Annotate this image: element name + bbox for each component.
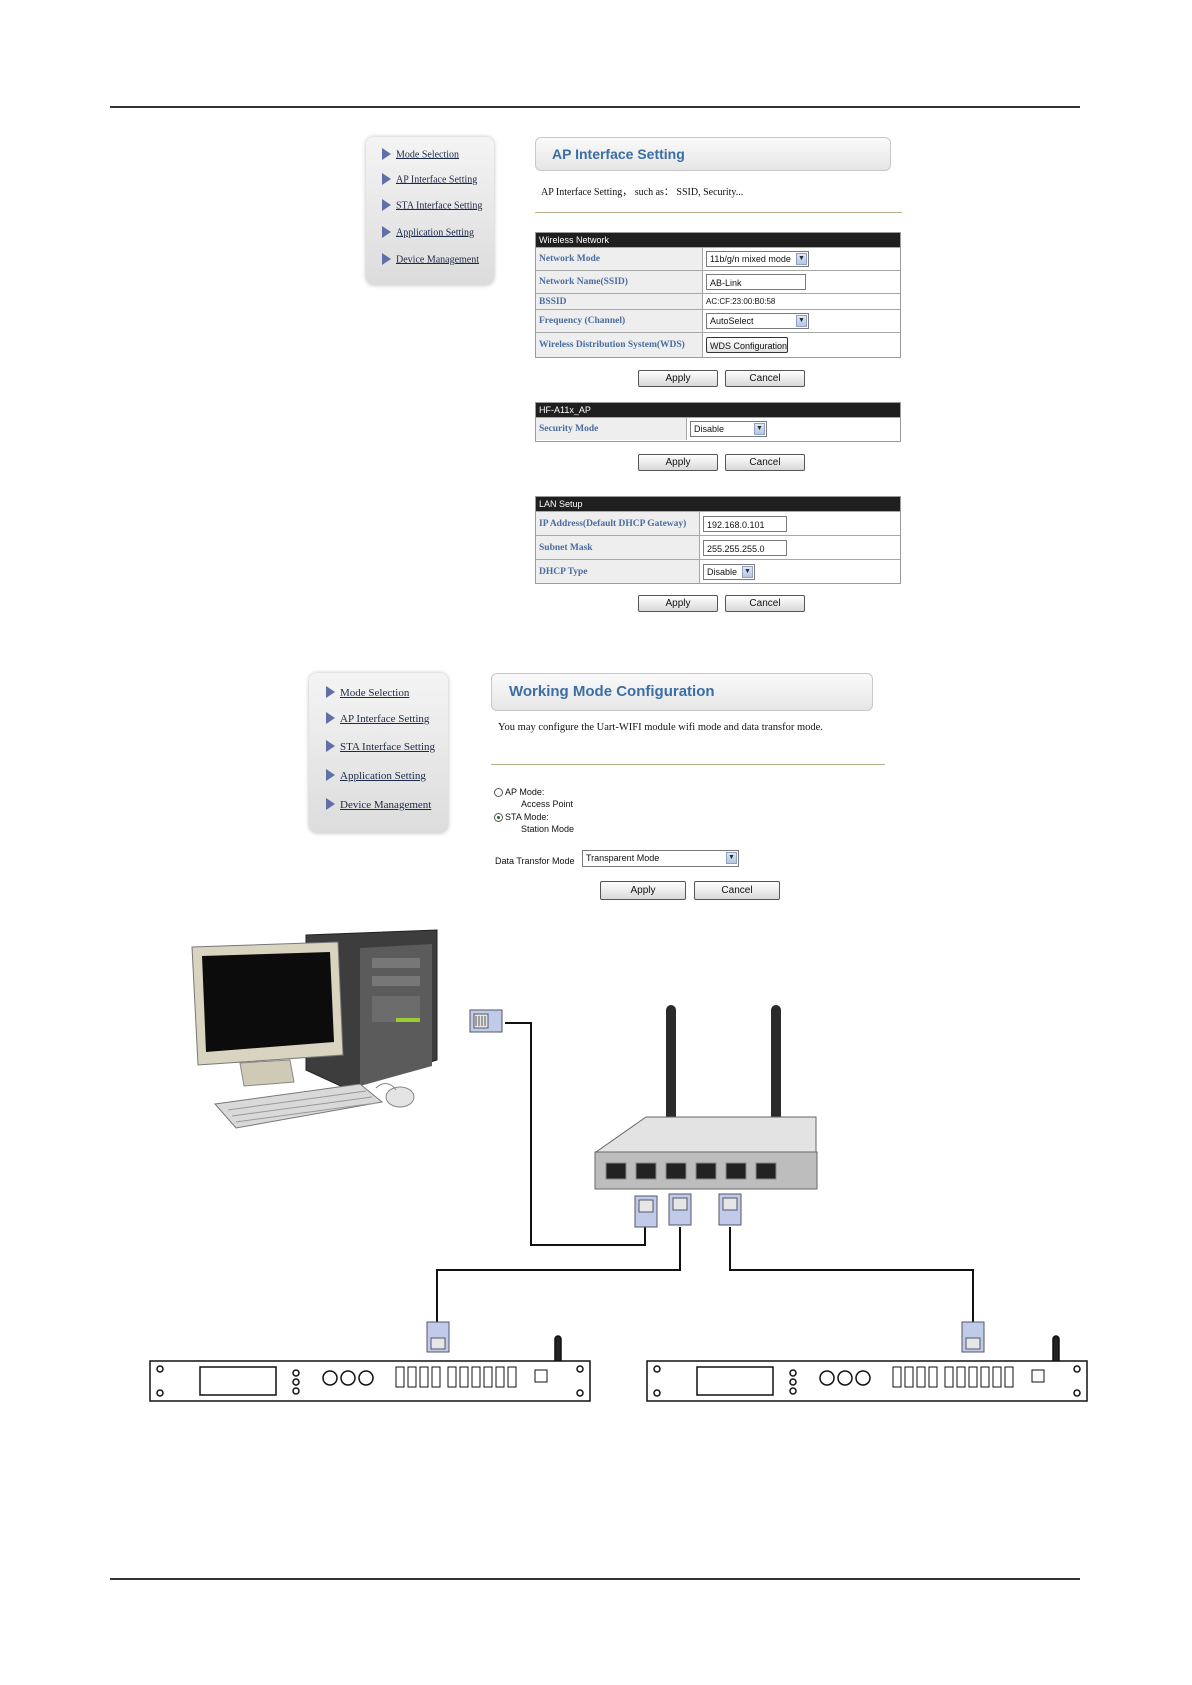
apply-button[interactable]: Apply <box>638 370 718 387</box>
dropdown-arrow-icon: ▼ <box>726 852 737 864</box>
arrow-bullet-icon <box>382 173 391 185</box>
cancel-button[interactable]: Cancel <box>725 454 805 471</box>
table-row: Wireless Distribution System(WDS) WDS Co… <box>536 332 900 357</box>
sidebar-nav-ap: Mode Selection AP Interface Setting STA … <box>366 137 494 285</box>
dropdown-arrow-icon: ▼ <box>742 565 753 578</box>
sidebar-item-ap-interface[interactable]: AP Interface Setting <box>382 173 477 186</box>
bottom-rule <box>110 1578 1080 1580</box>
page-title-box <box>535 137 891 171</box>
frequency-select[interactable]: AutoSelect▼ <box>706 313 809 329</box>
sidebar-item-sta-interface[interactable]: STA Interface Setting <box>382 199 482 212</box>
table-header: HF-A11x_AP <box>536 403 900 417</box>
ssid-label: Network Name(SSID) <box>536 271 703 293</box>
arrow-bullet-icon <box>326 686 335 699</box>
table-row: Network Mode 11b/g/n mixed mode▼ <box>536 247 900 270</box>
dhcp-type-label: DHCP Type <box>536 560 700 583</box>
page-title: AP Interface Setting <box>552 146 685 162</box>
computer-icon <box>191 929 438 1129</box>
security-mode-select[interactable]: Disable▼ <box>690 421 767 437</box>
audio-processor-icon <box>149 1335 591 1402</box>
audio-processor-icon <box>646 1335 1088 1402</box>
apply-button[interactable]: Apply <box>600 881 686 900</box>
ethernet-plug-icon <box>718 1193 742 1226</box>
arrow-bullet-icon <box>326 712 335 725</box>
table-row: Network Name(SSID) AB-Link <box>536 270 900 293</box>
arrow-bullet-icon <box>326 769 335 782</box>
table-header: LAN Setup <box>536 497 900 511</box>
ethernet-plug-icon <box>426 1321 450 1353</box>
sta-mode-sub: Station Mode <box>521 824 575 834</box>
sta-mode-radio[interactable] <box>494 813 503 822</box>
sidebar-item-device-management[interactable]: Device Management <box>326 798 431 811</box>
sidebar-item-application[interactable]: Application Setting <box>326 769 426 782</box>
dropdown-arrow-icon: ▼ <box>796 315 807 327</box>
page-title-box <box>491 673 873 711</box>
cancel-button[interactable]: Cancel <box>725 370 805 387</box>
apply-button[interactable]: Apply <box>638 454 718 471</box>
cancel-button[interactable]: Cancel <box>694 881 780 900</box>
dropdown-arrow-icon: ▼ <box>796 253 807 265</box>
sidebar-item-device-management[interactable]: Device Management <box>382 253 479 266</box>
sta-mode-label: STA Mode: <box>505 812 549 822</box>
page-description: You may configure the Uart-WIFI module w… <box>498 722 823 733</box>
top-rule <box>110 106 1080 108</box>
ethernet-plug-icon <box>634 1195 658 1228</box>
router-icon <box>594 1005 818 1190</box>
sidebar-nav-mode: Mode Selection AP Interface Setting STA … <box>309 673 448 833</box>
table-row: Security Mode Disable▼ <box>536 417 900 440</box>
data-transfer-select[interactable]: Transparent Mode▼ <box>582 850 739 867</box>
arrow-bullet-icon <box>382 226 391 238</box>
subnet-mask-input[interactable]: 255.255.255.0 <box>703 539 787 556</box>
network-mode-select[interactable]: 11b/g/n mixed mode▼ <box>706 251 809 267</box>
lan-setup-table: LAN Setup IP Address(Default DHCP Gatewa… <box>535 496 901 584</box>
sidebar-item-mode-selection[interactable]: Mode Selection <box>382 148 459 161</box>
network-mode-label: Network Mode <box>536 248 703 270</box>
table-row: Subnet Mask 255.255.255.0 <box>536 535 900 559</box>
sidebar-item-mode-selection[interactable]: Mode Selection <box>326 686 409 699</box>
ap-mode-label: AP Mode: <box>505 787 545 797</box>
dropdown-arrow-icon: ▼ <box>754 423 765 435</box>
arrow-bullet-icon <box>326 798 335 811</box>
divider <box>491 764 885 765</box>
ap-mode-sub: Access Point <box>521 799 574 809</box>
ip-address-input[interactable]: 192.168.0.101 <box>703 515 787 532</box>
divider <box>535 212 902 213</box>
cancel-button[interactable]: Cancel <box>725 595 805 612</box>
ethernet-plug-icon <box>961 1321 985 1353</box>
ip-address-label: IP Address(Default DHCP Gateway) <box>536 512 700 535</box>
ethernet-plug-icon <box>668 1193 692 1226</box>
arrow-bullet-icon <box>382 199 391 211</box>
arrow-bullet-icon <box>326 740 335 753</box>
dhcp-type-select[interactable]: Disable▼ <box>703 563 755 580</box>
ethernet-plug-icon <box>469 1009 503 1033</box>
subnet-mask-label: Subnet Mask <box>536 536 700 559</box>
network-diagram <box>149 929 1088 1402</box>
sidebar-item-sta-interface[interactable]: STA Interface Setting <box>326 740 435 753</box>
sidebar-item-application[interactable]: Application Setting <box>382 226 474 239</box>
cables <box>436 1022 974 1325</box>
ssid-input[interactable]: AB-Link <box>706 274 806 290</box>
apply-button[interactable]: Apply <box>638 595 718 612</box>
table-row: DHCP Type Disable▼ <box>536 559 900 583</box>
bssid-label: BSSID <box>536 294 703 309</box>
security-mode-label: Security Mode <box>536 418 687 440</box>
wireless-network-table: Wireless Network Network Mode 11b/g/n mi… <box>535 232 901 358</box>
table-header: Wireless Network <box>536 233 900 247</box>
table-row: BSSID AC:CF:23:00:B0:58 <box>536 293 900 309</box>
page-description: AP Interface Setting， such as： SSID, Sec… <box>541 187 744 198</box>
wds-configuration-button[interactable]: WDS Configuration <box>706 337 788 353</box>
security-table: HF-A11x_AP Security Mode Disable▼ <box>535 402 901 442</box>
arrow-bullet-icon <box>382 253 391 265</box>
data-transfer-label: Data Transfor Mode <box>495 856 575 866</box>
page-title: Working Mode Configuration <box>509 683 715 700</box>
wds-label: Wireless Distribution System(WDS) <box>536 333 703 357</box>
table-row: IP Address(Default DHCP Gateway) 192.168… <box>536 511 900 535</box>
bssid-value: AC:CF:23:00:B0:58 <box>706 297 776 306</box>
sidebar-item-ap-interface[interactable]: AP Interface Setting <box>326 712 429 725</box>
arrow-bullet-icon <box>382 148 391 160</box>
ap-mode-radio[interactable] <box>494 788 503 797</box>
table-row: Frequency (Channel) AutoSelect▼ <box>536 309 900 332</box>
frequency-label: Frequency (Channel) <box>536 310 703 332</box>
